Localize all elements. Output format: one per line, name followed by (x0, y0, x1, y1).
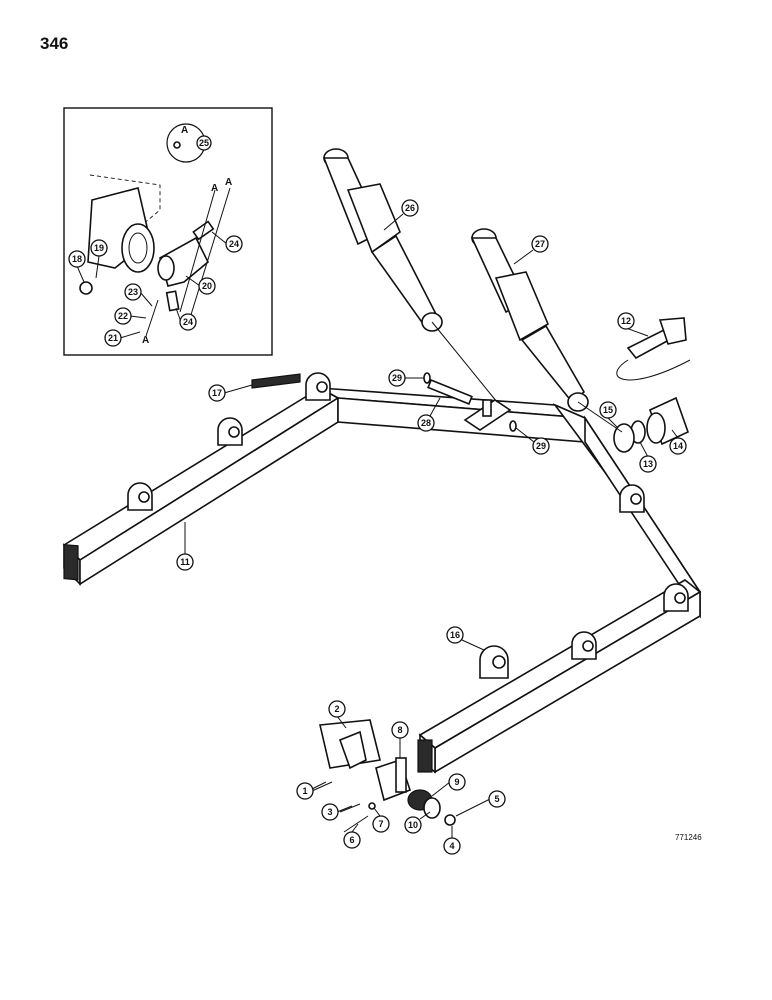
svg-text:12: 12 (621, 316, 631, 326)
svg-text:24: 24 (229, 239, 239, 249)
callout-22: 22 (114, 307, 147, 325)
svg-text:3: 3 (327, 807, 332, 817)
callout-3: 3 (321, 803, 353, 821)
svg-text:11: 11 (180, 557, 190, 567)
svg-text:29: 29 (392, 373, 402, 383)
callout-14: 14 (669, 429, 687, 455)
callout-11: 11 (176, 522, 194, 571)
cylinder-27 (470, 228, 589, 412)
washer-15 (613, 423, 635, 453)
main-frame (62, 387, 702, 774)
callout-27: 27 (513, 235, 549, 265)
svg-text:20: 20 (202, 281, 212, 291)
callout-12: 12 (617, 312, 649, 337)
svg-text:2: 2 (334, 704, 339, 714)
svg-text:4: 4 (449, 841, 454, 851)
ref-letter-a-3: A (142, 335, 149, 346)
callout-21: 21 (104, 329, 141, 347)
svg-text:17: 17 (212, 388, 222, 398)
callout-6: 6 (343, 823, 361, 849)
svg-text:5: 5 (494, 794, 499, 804)
svg-text:6: 6 (349, 835, 354, 845)
callout-15: 15 (599, 401, 619, 429)
svg-text:8: 8 (397, 725, 402, 735)
callout-24-lower: 24 (175, 307, 197, 331)
callout-17: 17 (208, 384, 253, 402)
callout-28: 28 (417, 397, 441, 432)
pin-28 (427, 379, 473, 405)
svg-text:21: 21 (108, 333, 118, 343)
bushing-14 (646, 396, 689, 446)
callout-13: 13 (639, 441, 657, 473)
svg-text:1: 1 (302, 786, 307, 796)
svg-text:28: 28 (421, 418, 431, 428)
svg-text:13: 13 (643, 459, 653, 469)
svg-text:10: 10 (408, 820, 418, 830)
callout-8: 8 (391, 721, 409, 758)
svg-text:27: 27 (535, 239, 545, 249)
svg-text:22: 22 (118, 311, 128, 321)
callout-29-lower: 29 (515, 427, 550, 455)
svg-text:24: 24 (183, 317, 193, 327)
svg-text:9: 9 (454, 777, 459, 787)
drawing-code: 771246 (675, 833, 702, 842)
callout-4: 4 (443, 826, 461, 855)
svg-text:14: 14 (673, 441, 683, 451)
svg-text:19: 19 (94, 243, 104, 253)
ref-letter-a-2: A (225, 177, 232, 188)
cylinder-26 (322, 148, 443, 332)
svg-text:29: 29 (536, 441, 546, 451)
svg-text:16: 16 (450, 630, 460, 640)
callout-2: 2 (328, 700, 347, 729)
svg-text:25: 25 (199, 138, 209, 148)
bearing-assembly (305, 719, 456, 833)
callout-7: 7 (372, 807, 390, 833)
inset-detail (63, 107, 273, 356)
svg-text:26: 26 (405, 203, 415, 213)
svg-text:7: 7 (378, 819, 383, 829)
callout-18: 18 (68, 250, 86, 283)
callout-10: 10 (404, 811, 431, 834)
ref-letter-a-1: A (211, 183, 218, 194)
page-number: 346 (40, 34, 69, 53)
detail-view-label: A (181, 125, 188, 136)
callout-19: 19 (90, 239, 108, 279)
svg-text:15: 15 (603, 405, 613, 415)
svg-text:18: 18 (72, 254, 82, 264)
callout-26: 26 (383, 199, 419, 231)
svg-text:23: 23 (128, 287, 138, 297)
callout-16: 16 (446, 626, 485, 651)
callout-1: 1 (296, 781, 333, 800)
plate-17 (251, 373, 301, 389)
callout-25: 25 (196, 135, 212, 151)
callout-9: 9 (431, 773, 466, 797)
callout-24-upper: 24 (211, 231, 243, 253)
callout-20: 20 (185, 275, 216, 295)
callout-5: 5 (455, 790, 506, 817)
callout-23: 23 (124, 283, 153, 307)
callout-29-upper: 29 (388, 369, 424, 387)
frame-pivot-brackets (127, 372, 689, 679)
